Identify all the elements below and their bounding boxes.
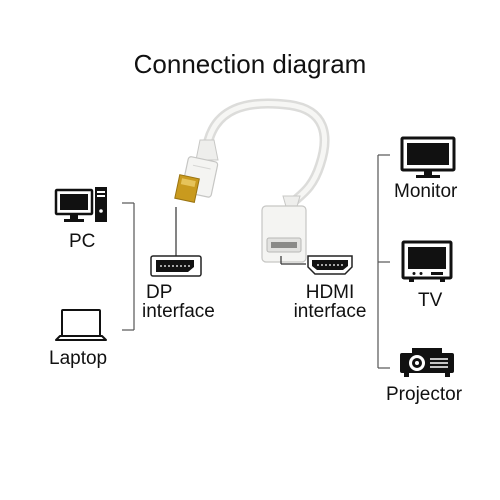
projector-label: Projector <box>386 384 463 405</box>
hdmi-label-line2: interface <box>293 301 367 322</box>
hdmi-socket <box>271 242 297 248</box>
hdmi-label-line1: HDMI <box>305 282 355 303</box>
hdmi-adapter-body <box>261 195 307 263</box>
laptop-icon <box>55 309 107 341</box>
dp-strain-relief <box>195 139 219 161</box>
dp-plug <box>174 156 219 203</box>
dp-label-line2: interface <box>142 301 215 322</box>
display-bracket <box>377 154 390 369</box>
tv-icon <box>401 240 453 282</box>
source-bracket <box>122 202 135 331</box>
pc-label: PC <box>69 231 96 252</box>
tv-label: TV <box>418 290 443 311</box>
dp-connector-metal <box>174 174 200 203</box>
dp-label-line1: DP <box>146 282 173 303</box>
diagram-title: Connection diagram <box>133 49 367 79</box>
displayport-icon <box>150 255 202 277</box>
laptop-label: Laptop <box>49 348 108 369</box>
desktop-pc-icon <box>54 187 107 222</box>
projector-icon <box>400 348 454 377</box>
hdmi-port-icon <box>307 255 353 275</box>
monitor-icon <box>400 136 456 178</box>
monitor-label: Monitor <box>394 181 458 202</box>
